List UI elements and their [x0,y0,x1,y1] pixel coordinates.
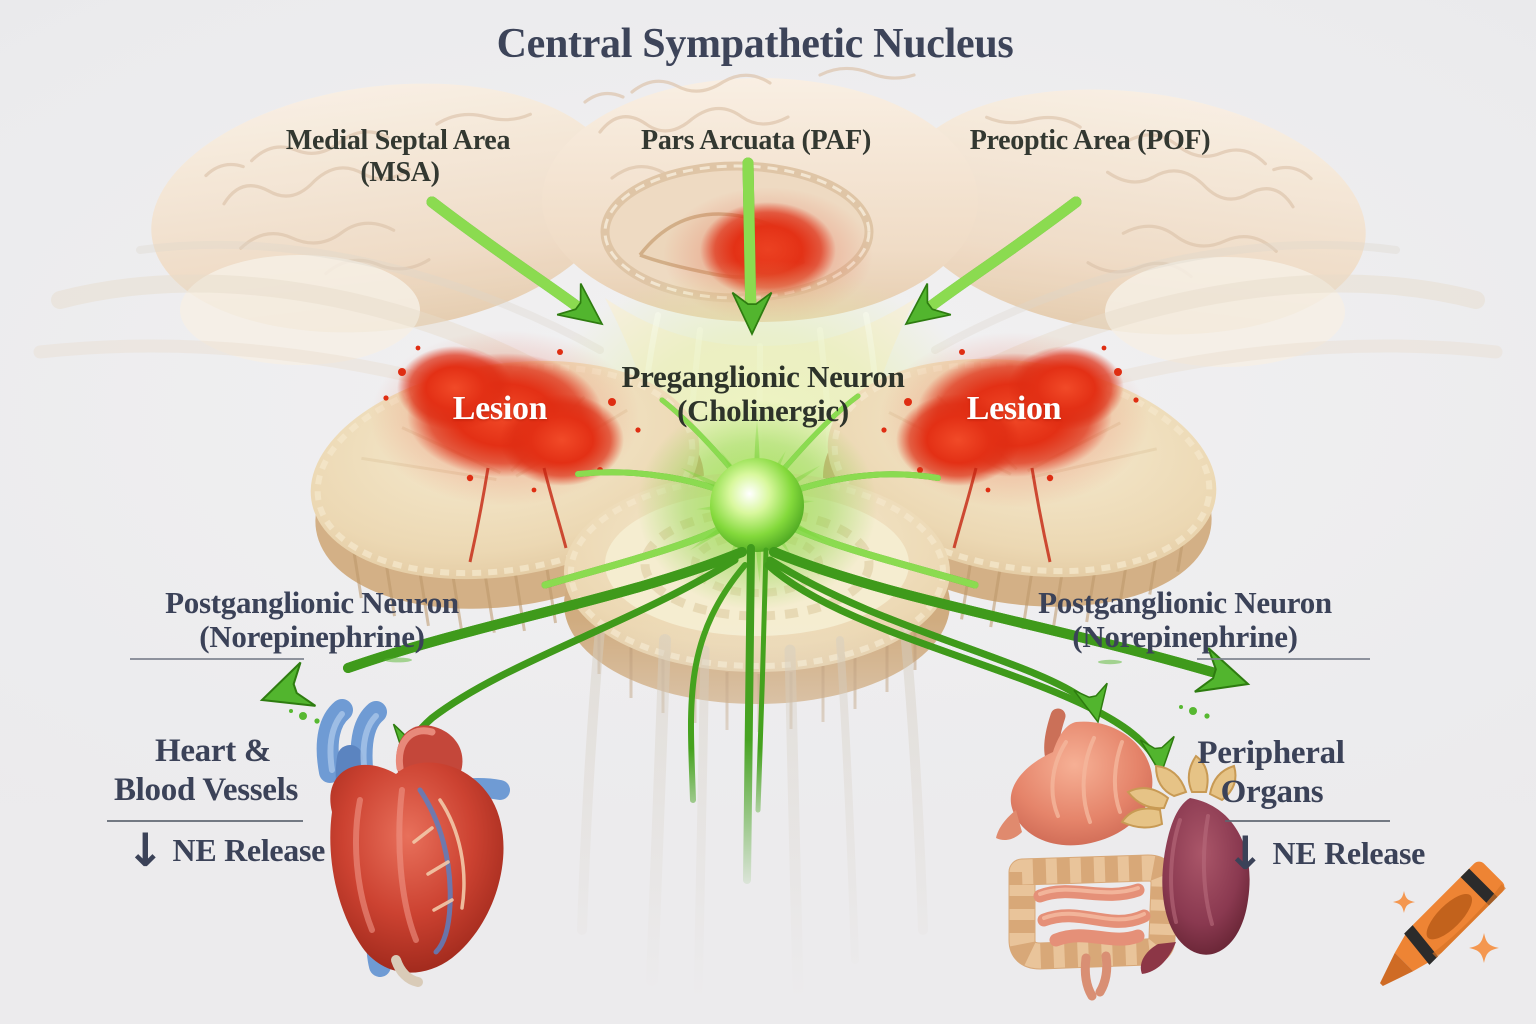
label-postganglionic-right-line2: (Norepinephrine) [1072,619,1298,654]
down-arrow-icon: ↓ [126,823,165,878]
label-postganglionic-right-line1: Postganglionic Neuron [1038,585,1332,620]
fade-overlay [0,620,1536,1024]
heart-illustration [316,699,510,987]
ne-release-left: ↓ NE Release [126,823,326,878]
label-heart-line2: Blood Vessels [113,772,299,808]
divider-line [1225,820,1390,822]
label-preganglionic-line2: (Cholinergic) [677,393,849,428]
preganglionic-neuron-figure [541,393,979,610]
label-paf: Pars Arcuata (PAF) [641,125,871,156]
brain-lobe-left [151,83,619,365]
ne-release-left-text: NE Release [172,832,326,868]
stomach-illustration [996,708,1153,846]
diagram-title: Central Sympathetic Nucleus [496,21,1014,67]
down-arrow-icon: ↓ [1226,826,1265,881]
crayon-icon [1380,861,1506,986]
spleen-illustration [1120,754,1250,974]
afferent-arrows [426,157,1082,341]
label-preganglionic-line1: Preganglionic Neuron [621,359,905,394]
lesion-right-splash [879,332,1149,563]
label-lesion-right: Lesion [966,390,1062,427]
lesion-left-splash [370,330,641,563]
label-peripheral-line1: Peripheral [1197,735,1345,771]
divider-line [1197,658,1370,660]
divider-line [107,820,303,822]
divider-line [130,658,304,660]
label-postganglionic-left-line2: (Norepinephrine) [199,619,425,654]
label-heart-line1: Heart & [154,733,272,769]
label-pof: Preoptic Area (POF) [969,125,1211,156]
label-msa-line1: Medial Septal Area [285,125,511,156]
descending-fiber-ghosts [577,625,928,1005]
label-msa-line2: (MSA) [360,157,440,188]
green-drips [289,657,1210,724]
label-peripheral-line2: Organs [1220,774,1324,810]
ne-release-right: ↓ NE Release [1226,826,1426,881]
ne-release-right-text: NE Release [1272,835,1426,871]
label-postganglionic-left-line1: Postganglionic Neuron [165,585,459,620]
brain-lobe-right [898,89,1366,367]
label-lesion-left: Lesion [452,390,548,427]
